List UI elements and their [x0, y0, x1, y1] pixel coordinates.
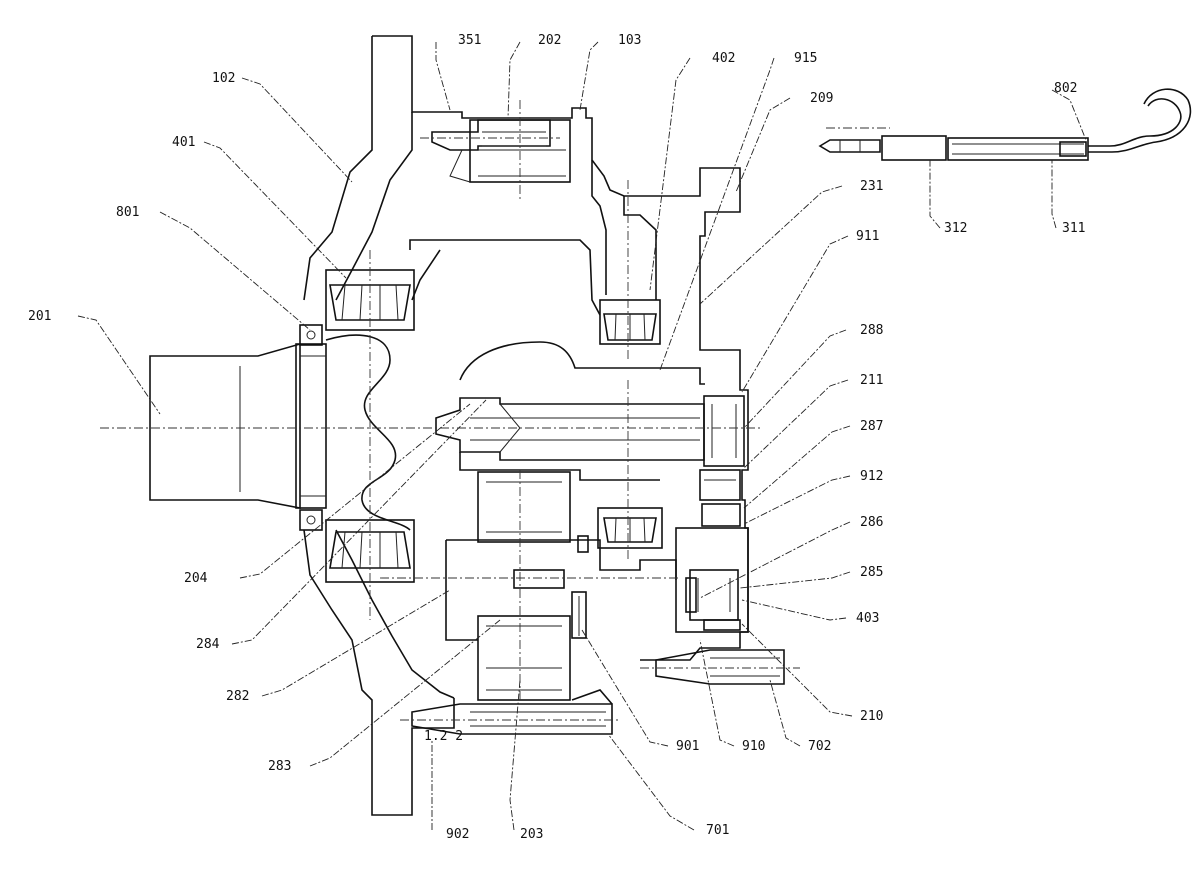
label-201: 201 — [28, 309, 51, 324]
label-283: 283 — [268, 759, 291, 774]
label-203: 203 — [520, 827, 543, 842]
hook-tool-802 — [818, 88, 1192, 161]
label-282: 282 — [226, 689, 249, 704]
label-403: 403 — [856, 611, 879, 626]
label-902: 902 — [446, 827, 469, 842]
label-402: 402 — [712, 51, 735, 66]
label-911: 911 — [856, 229, 879, 244]
small-annotation: 1.2 2 — [424, 729, 463, 744]
gear-203 — [445, 539, 677, 701]
housing-cavity — [409, 160, 657, 316]
label-286: 286 — [860, 515, 883, 530]
pin-901 — [513, 535, 589, 639]
reference-labels: 351 202 103 402 915 209 802 102 401 231 … — [28, 33, 1085, 842]
right-cover-block — [675, 469, 749, 633]
label-284: 284 — [196, 637, 220, 652]
label-702: 702 — [808, 739, 831, 754]
label-211: 211 — [860, 373, 883, 388]
label-801: 801 — [116, 205, 139, 220]
label-701: 701 — [706, 823, 729, 838]
label-102: 102 — [212, 71, 235, 86]
label-915: 915 — [794, 51, 817, 66]
seal-801 — [299, 324, 323, 531]
label-202: 202 — [538, 33, 561, 48]
label-204: 204 — [184, 571, 208, 586]
label-210: 210 — [860, 709, 883, 724]
carrier-204 — [435, 341, 745, 481]
label-802: 802 — [1054, 81, 1077, 96]
label-231: 231 — [860, 179, 883, 194]
bolt-701 — [411, 689, 613, 735]
label-288: 288 — [860, 323, 883, 338]
leader-lines — [77, 41, 1087, 831]
label-910: 910 — [742, 739, 765, 754]
planet-gear-middle — [477, 471, 571, 543]
label-401: 401 — [172, 135, 195, 150]
label-209: 209 — [810, 91, 833, 106]
hub-wavy-body — [325, 334, 411, 531]
bearing-middle-lower — [597, 507, 663, 549]
bolt-702 — [655, 649, 785, 685]
housing-outline — [303, 35, 749, 816]
label-912: 912 — [860, 469, 883, 484]
label-312: 312 — [944, 221, 967, 236]
label-285: 285 — [860, 565, 883, 580]
label-311: 311 — [1062, 221, 1085, 236]
bearing-402 — [599, 299, 661, 345]
center-lines — [100, 100, 800, 721]
label-351: 351 — [458, 33, 481, 48]
bolt-351 — [431, 119, 571, 183]
label-103: 103 — [618, 33, 641, 48]
shaft-201 — [149, 342, 327, 509]
label-287: 287 — [860, 419, 883, 434]
label-901: 901 — [676, 739, 699, 754]
